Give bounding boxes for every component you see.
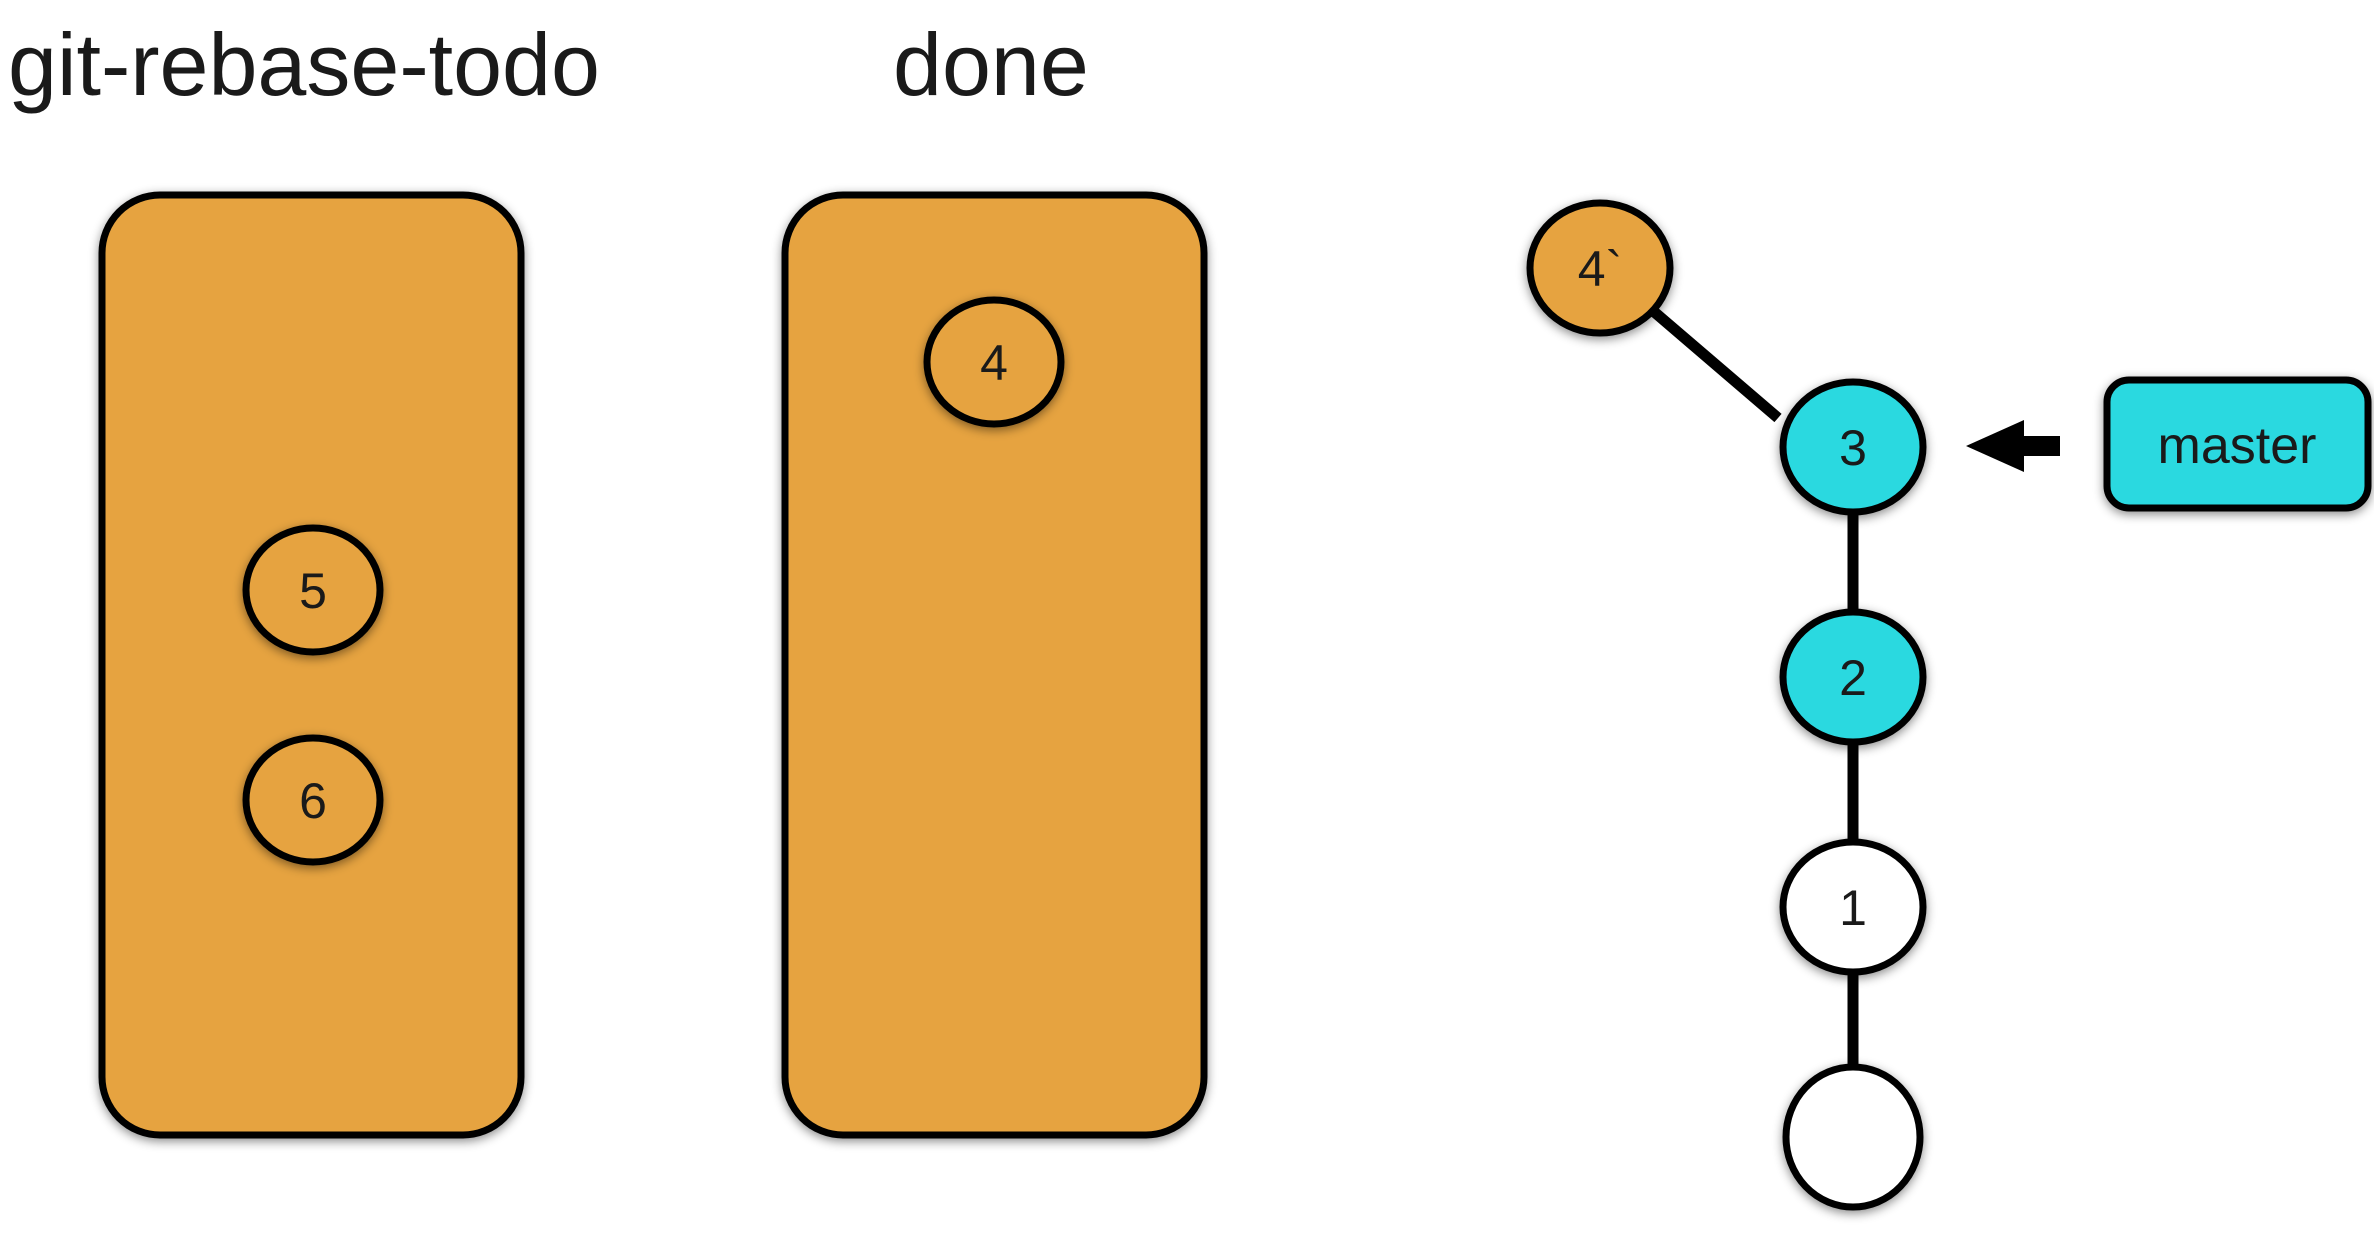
todo-commit-6: 6 (242, 734, 384, 866)
commit-label: 3 (1839, 420, 1867, 476)
commit-circle (1782, 1063, 1924, 1211)
commit-circle (1779, 608, 1927, 746)
graph-commit-3: 3 (1779, 378, 1927, 516)
done-heading: done (893, 15, 1089, 114)
branch-label: master (2158, 417, 2317, 475)
todo-panel-box (98, 191, 525, 1139)
commit-circle (242, 734, 384, 866)
rebased-commit: 4` (1526, 199, 1674, 337)
done-panel-box (781, 191, 1208, 1139)
commit-circle (1779, 838, 1927, 976)
commit-circle (923, 296, 1065, 428)
graph-commit-2: 2 (1779, 608, 1927, 746)
done-panel: 4 (781, 191, 1208, 1139)
commit-label: 2 (1839, 650, 1867, 706)
commit-circle (242, 524, 384, 656)
commit-label: 1 (1839, 880, 1867, 936)
graph-commit-1: 1 (1779, 838, 1927, 976)
todo-heading: git-rebase-todo (8, 15, 600, 114)
branch-master: master (2103, 376, 2372, 512)
commit-label: 4 (980, 335, 1008, 391)
commit-circle (1526, 199, 1674, 337)
commit-label: 6 (299, 773, 327, 829)
arrow-head (1966, 420, 2024, 472)
commit-graph: 4` 3 2 1 master (1526, 199, 2372, 1211)
arrow-left-icon (1966, 420, 2060, 472)
graph-commit-root (1782, 1063, 1924, 1211)
edge-rebased-to-3 (1648, 305, 1782, 423)
todo-panel: 5 6 (98, 191, 525, 1139)
commit-label: 4` (1578, 241, 1622, 297)
commit-label: 5 (299, 563, 327, 619)
done-commit-4: 4 (923, 296, 1065, 428)
todo-commit-5: 5 (242, 524, 384, 656)
branch-box (2103, 376, 2372, 512)
commit-circle (1779, 378, 1927, 516)
